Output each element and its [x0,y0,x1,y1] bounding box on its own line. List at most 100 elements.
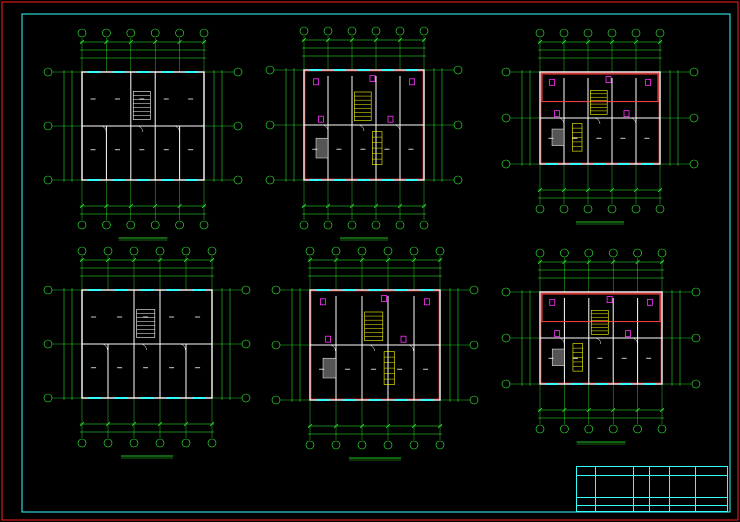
stair-outline [364,311,384,341]
dimension-tick [421,203,427,209]
sanitary-fixture [646,298,653,306]
dimension-tick [104,39,109,45]
stair-outline [590,90,608,115]
sanitary-fixture [623,110,630,118]
axis-bubble-bottom [102,220,111,230]
door-swing [558,337,565,345]
axis-bubble-top [129,246,139,256]
dimension-tick [609,39,615,45]
axis-bubble-left [501,379,511,389]
door-swing [631,337,638,345]
axis-bubble-bottom [584,424,594,434]
dimension-tick [610,407,616,413]
sanitary-fixture [549,298,556,306]
kitchen-counter [322,357,337,379]
door-swing [101,343,108,351]
dimension-tick [177,39,182,45]
axis-bubble-right [233,121,243,131]
door-swing [594,337,602,345]
dimension-tick [659,407,665,413]
dimension-tick [349,203,355,209]
dimension-tick [131,421,137,427]
axis-bubble-bottom [126,220,136,230]
dimension-tick [157,257,163,263]
dimension-tick [635,407,640,413]
axis-bubble-left [43,393,53,403]
axis-bubble-bottom [299,220,309,230]
axis-bubble-top [655,28,665,38]
title-block-rule [577,497,727,498]
axis-bubble-right [453,175,463,185]
axis-bubble-right [689,159,699,169]
axis-bubble-top [371,26,381,36]
sanitary-fixture [369,75,376,82]
axis-bubble-bottom [535,204,545,214]
axis-bubble-bottom [435,440,445,450]
sanitary-fixture [645,78,651,86]
dimension-tick [397,203,403,209]
dimension-tick [325,203,331,209]
dimension-tick [657,39,663,45]
axis-bubble-right [233,175,243,185]
sanitary-fixture [549,78,555,86]
axis-bubble-right [691,333,701,343]
stair-outline [132,91,151,120]
dimension-tick [586,259,592,265]
dimension-tick [209,421,215,427]
axis-bubble-left [265,120,275,130]
sanitary-fixture [554,110,560,118]
axis-bubble-top [560,248,569,258]
axis-bubble-bottom [655,204,665,214]
axis-bubble-bottom [150,220,160,230]
dimension-tick [79,421,85,427]
axis-bubble-top [150,28,160,38]
axis-bubble-bottom [657,424,667,434]
dimension-tick [411,423,417,429]
door-swing [173,125,180,133]
title-block-rule [669,467,670,511]
axis-bubble-right [469,285,479,295]
axis-bubble-bottom [77,438,87,448]
sanitary-fixture [625,330,631,338]
axis-bubble-top [347,26,357,36]
dimension-tick [537,39,543,45]
axis-bubble-top [155,246,165,256]
kitchen-counter [315,137,329,159]
axis-bubble-right [469,395,479,405]
sanitary-fixture [313,78,320,86]
axis-bubble-right [469,340,479,350]
axis-bubble-top [102,28,111,38]
sanitary-fixture [319,298,326,306]
dimension-tick [586,407,592,413]
title-block [576,466,728,512]
door-swing [140,343,147,351]
dimension-tick [152,39,158,45]
axis-bubble-right [241,393,251,403]
axis-bubble-top [657,248,667,258]
door-swing [629,117,637,125]
axis-bubble-bottom [608,424,618,434]
axis-bubble-top [323,26,333,36]
dimension-tick [349,37,355,43]
dimension-tick [201,203,207,209]
axis-bubble-left [501,287,511,297]
axis-bubble-top [175,28,184,38]
axis-bubble-left [501,159,511,169]
title-block-rule [633,467,634,511]
axis-bubble-top [181,246,191,256]
axis-bubble-bottom [155,438,165,448]
door-swing [557,117,565,125]
dimension-tick [105,257,111,263]
dimension-tick [157,421,163,427]
dimension-tick [307,423,313,429]
axis-bubble-bottom [347,220,357,230]
axis-bubble-bottom [181,438,191,448]
kitchen-counter [551,348,565,366]
dimension-tick [585,187,591,193]
door-swing [329,344,336,352]
dimension-tick [333,257,339,263]
axis-bubble-left [43,121,53,131]
stair-outline [354,91,372,121]
axis-bubble-top [77,246,87,256]
